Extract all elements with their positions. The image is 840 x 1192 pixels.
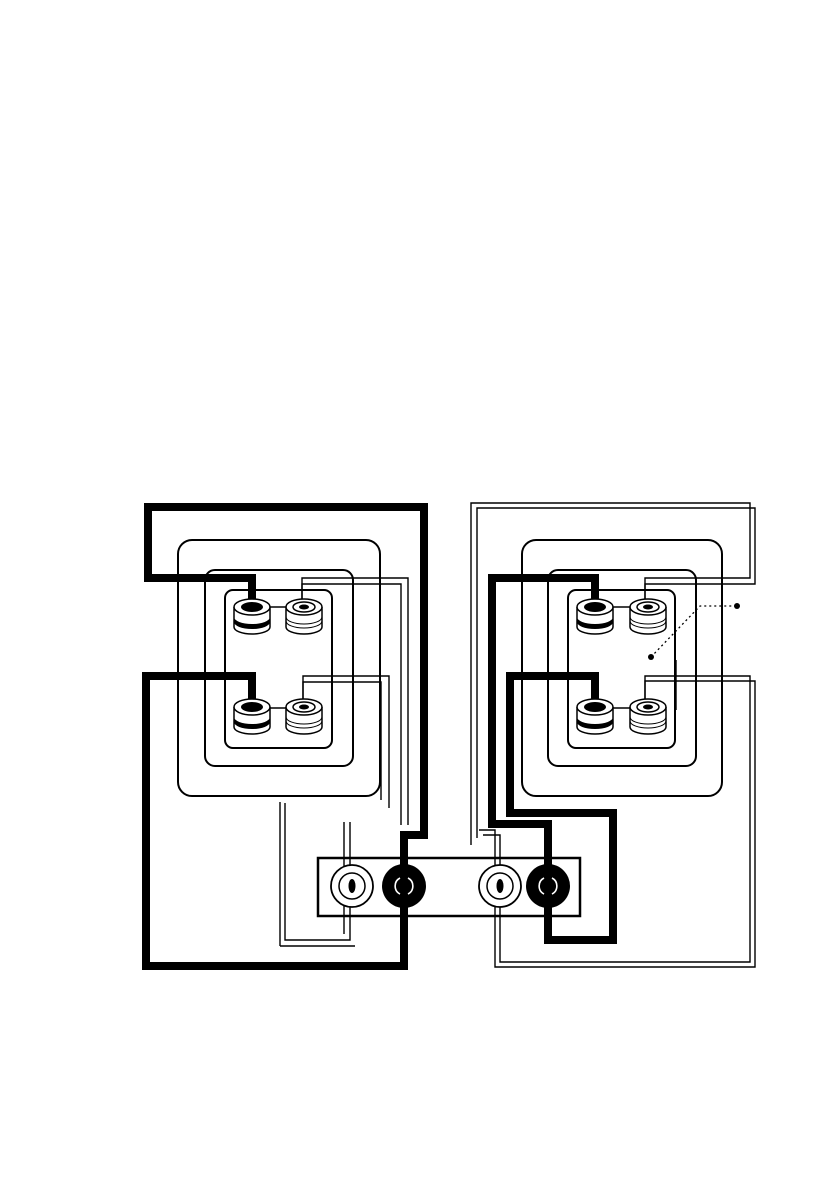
amplifier-terminal-icon[interactable] <box>331 865 373 907</box>
amplifier-terminal-icon[interactable] <box>479 865 521 907</box>
binding-post-icon[interactable] <box>630 699 666 734</box>
callout-start-dot <box>648 654 654 660</box>
binding-post-icon[interactable] <box>577 699 613 734</box>
binding-post-icon[interactable] <box>577 599 613 634</box>
binding-post-icon[interactable] <box>630 599 666 634</box>
binding-post-icon[interactable] <box>286 699 322 734</box>
callout-end-dot <box>734 603 740 609</box>
amplifier-terminal-icon[interactable] <box>526 864 570 908</box>
binding-post-icon[interactable] <box>234 699 270 734</box>
binding-post-icon[interactable] <box>286 599 322 634</box>
binding-post-icon[interactable] <box>234 599 270 634</box>
amplifier-terminal-icon[interactable] <box>382 864 426 908</box>
